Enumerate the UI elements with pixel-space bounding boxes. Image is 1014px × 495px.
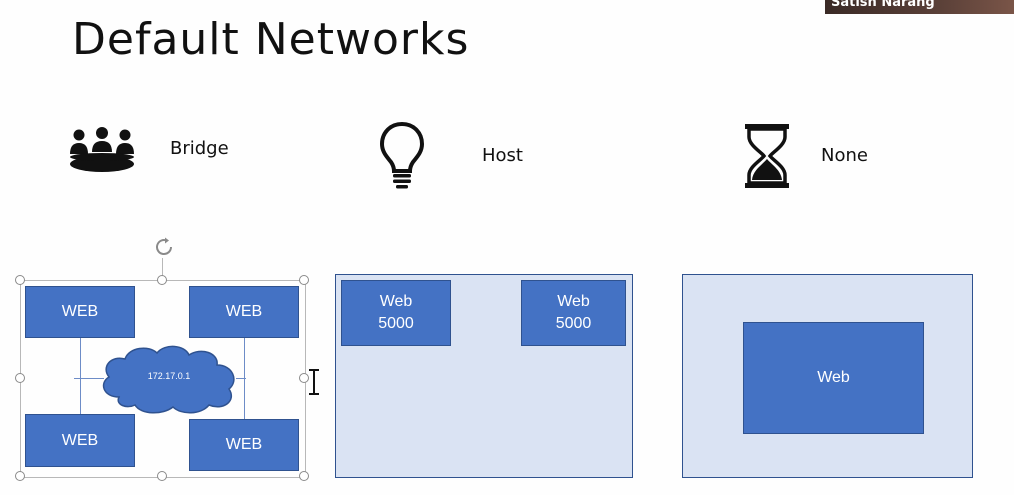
web-container-port: 5000 — [378, 315, 414, 332]
none-label: None — [821, 145, 868, 166]
resize-handle-bottom-right[interactable] — [299, 471, 309, 481]
hourglass-icon — [743, 123, 791, 189]
presenter-name: Satish Narang — [831, 0, 935, 10]
resize-handle-top-right[interactable] — [299, 275, 309, 285]
resize-handle-top-left[interactable] — [15, 275, 25, 285]
web-container-box: WEB — [189, 286, 299, 338]
web-container-box: WEB — [189, 419, 299, 471]
web-container-box: Web 5000 — [521, 280, 626, 346]
lightbulb-icon — [379, 121, 425, 189]
connector-line — [80, 337, 81, 415]
resize-handle-middle-left[interactable] — [15, 373, 25, 383]
text-cursor-icon — [307, 369, 321, 395]
rotate-handle-stem — [162, 258, 163, 276]
web-container-box: Web 5000 — [341, 280, 451, 346]
connector-line — [236, 378, 246, 379]
web-container-name: Web — [379, 293, 413, 311]
rotate-handle-icon[interactable] — [153, 236, 175, 258]
host-label: Host — [482, 145, 523, 166]
resize-handle-bottom-center[interactable] — [157, 471, 167, 481]
network-cloud: 172.17.0.1 — [97, 343, 241, 415]
resize-handle-top-center[interactable] — [157, 275, 167, 285]
presenter-video-thumbnail: Satish Narang — [825, 0, 1014, 14]
connector-line — [74, 378, 104, 379]
slide-title: Default Networks — [72, 14, 470, 65]
web-container-name: Web — [557, 293, 590, 311]
web-container-box: WEB — [25, 286, 135, 338]
resize-handle-bottom-left[interactable] — [15, 471, 25, 481]
resize-handle-middle-right[interactable] — [299, 373, 309, 383]
bridge-label: Bridge — [170, 138, 229, 159]
web-container-box: WEB — [25, 414, 135, 467]
web-container-port: 5000 — [555, 315, 592, 332]
network-cloud-label: 172.17.0.1 — [147, 371, 191, 381]
group-people-icon — [68, 126, 136, 174]
web-container-box: Web — [743, 322, 924, 434]
